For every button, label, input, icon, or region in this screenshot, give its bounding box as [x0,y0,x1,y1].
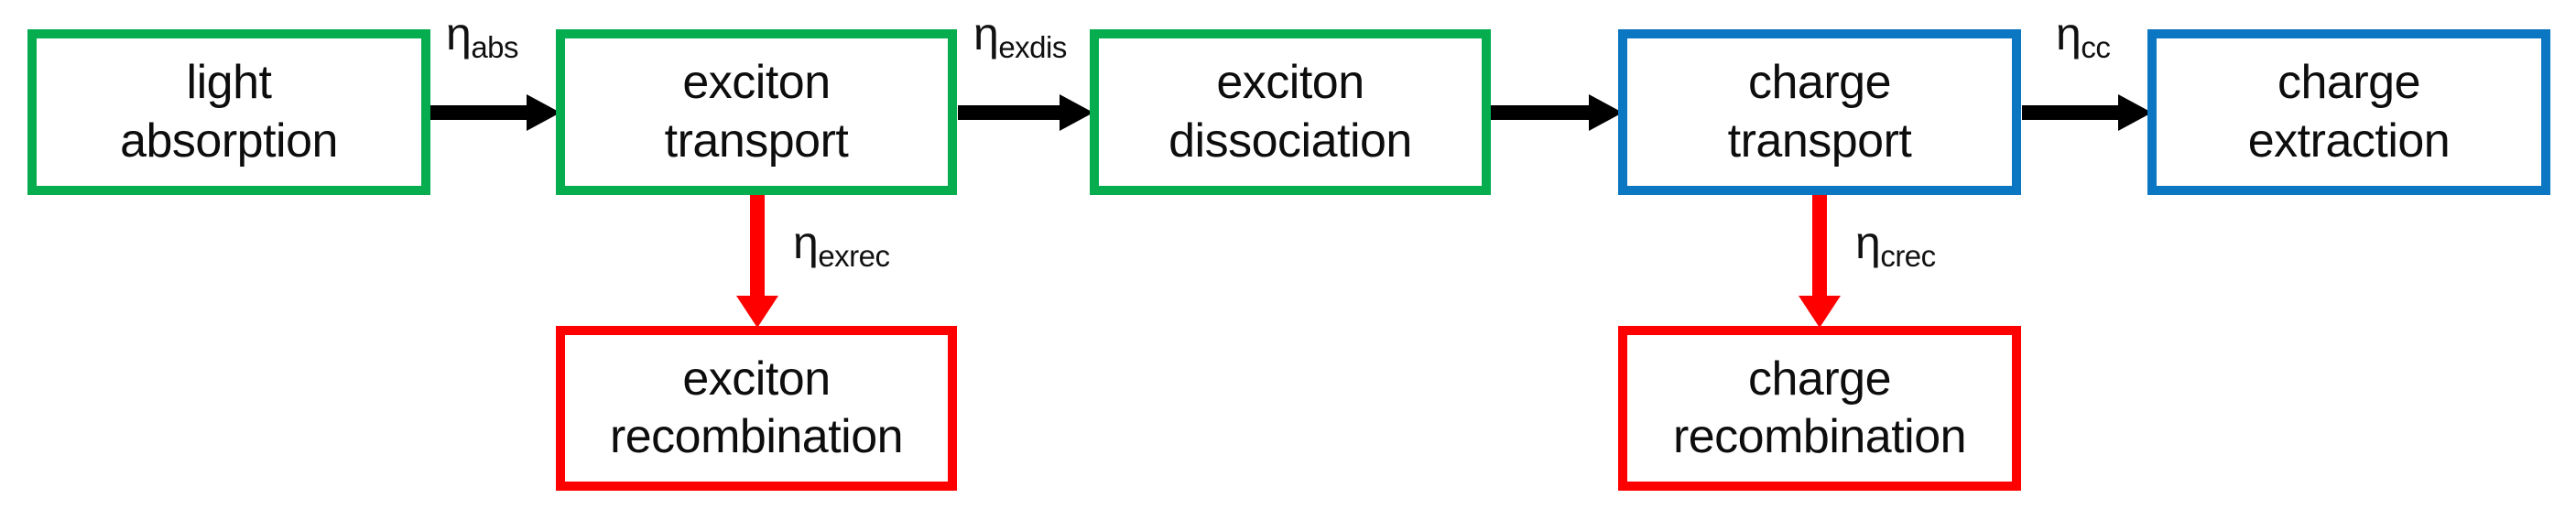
arrow-exdis [958,92,1093,134]
label-eta-exdis: ηexdis [973,8,1067,62]
node-charge-extraction[interactable]: charge extraction [2147,29,2550,195]
node-label-line1: exciton [1216,56,1364,110]
arrow-abs [430,92,560,134]
label-eta-cc: ηcc [2056,8,2111,62]
eta-subscript: crec [1880,239,1936,273]
node-label-line2: extraction [2247,114,2451,168]
arrow-exrec [731,195,784,328]
node-exciton-dissociation[interactable]: exciton dissociation [1090,29,1491,195]
arrow-cc [2022,92,2152,134]
node-exciton-recombination[interactable]: exciton recombination [556,326,957,491]
eta-symbol: η [2056,8,2081,60]
node-label-line1: exciton [682,56,831,110]
eta-subscript: exdis [998,30,1067,64]
node-label-line1: charge [1748,56,1892,110]
node-light-absorption[interactable]: light absorption [27,29,430,195]
node-label-line1: light [186,56,272,110]
label-eta-crec: ηcrec [1855,217,1936,271]
eta-subscript: cc [2081,30,2111,64]
arrow-crec [1793,195,1846,328]
node-charge-transport[interactable]: charge transport [1618,29,2021,195]
eta-symbol: η [1855,217,1881,268]
eta-subscript: exrec [818,239,890,273]
node-label-line2: recombination [609,410,904,463]
node-label-line2: transport [664,114,849,168]
eta-subscript: abs [471,30,519,64]
label-eta-exrec: ηexrec [793,217,890,271]
arrow-dissociation-to-charge-transport [1491,92,1623,134]
label-eta-abs: ηabs [446,8,519,62]
node-label-line2: recombination [1672,410,1967,463]
node-label-line2: absorption [120,114,338,168]
eta-symbol: η [973,8,999,60]
node-label-line2: transport [1727,114,1912,168]
node-label-line1: exciton [682,352,831,406]
eta-symbol: η [793,217,819,268]
node-charge-recombination[interactable]: charge recombination [1618,326,2021,491]
node-label-line1: charge [2277,56,2421,110]
node-exciton-transport[interactable]: exciton transport [556,29,957,195]
eta-symbol: η [446,8,472,60]
node-label-line2: dissociation [1168,114,1412,168]
node-label-line1: charge [1748,352,1892,406]
